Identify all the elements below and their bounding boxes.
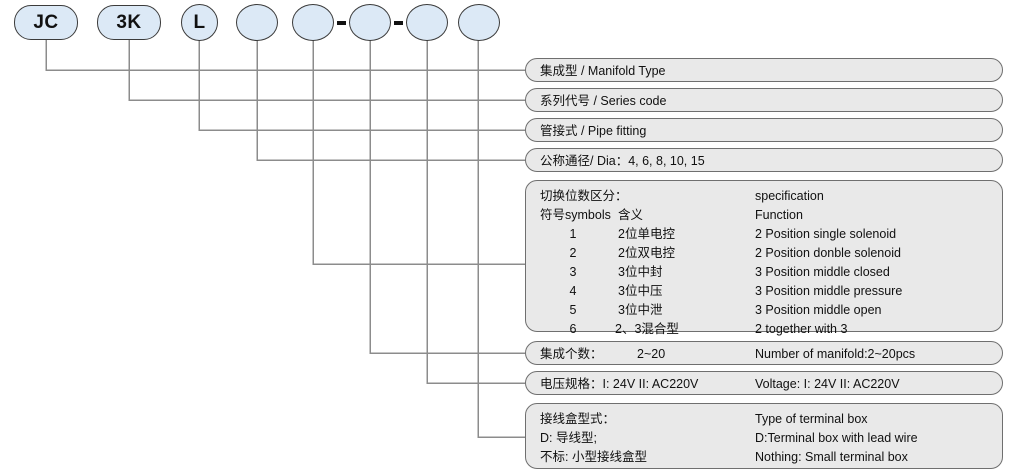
terminal-box-cn-line-2: D: 导线型; bbox=[540, 431, 597, 445]
label-box-manifold-type bbox=[525, 58, 1003, 82]
code-segment-voltage[interactable] bbox=[406, 4, 448, 41]
position-spec-symbol: 5 bbox=[569, 303, 577, 317]
label-text-manifold-count-value: 2~20 bbox=[637, 347, 666, 361]
code-segment-l[interactable]: L bbox=[181, 4, 218, 41]
position-spec-function-en: 3 Position middle open bbox=[755, 303, 882, 317]
terminal-box-en-line-1: Type of terminal box bbox=[755, 412, 868, 426]
label-box-voltage bbox=[525, 371, 1003, 395]
position-spec-meaning-cn: 2、3混合型 bbox=[615, 322, 679, 336]
label-box-series-code bbox=[525, 88, 1003, 112]
label-text-dia: 公称通径/ Dia：4, 6, 8, 10, 15 bbox=[540, 154, 705, 168]
position-spec-symbol: 1 bbox=[569, 227, 577, 241]
position-spec-function-en: 3 Position middle pressure bbox=[755, 284, 903, 298]
label-text-series-code: 系列代号 / Series code bbox=[540, 94, 667, 108]
label-box-pipe-fitting bbox=[525, 118, 1003, 142]
position-spec-symbol: 6 bbox=[569, 322, 577, 336]
label-text-manifold-count-cn: 集成个数： bbox=[540, 347, 603, 361]
position-spec-heading-cn: 切换位数区分： bbox=[540, 189, 628, 203]
position-spec-meaning-cn: 2位单电控 bbox=[618, 227, 675, 241]
position-spec-function-en: 3 Position middle closed bbox=[755, 265, 890, 279]
label-box-manifold-count bbox=[525, 341, 1003, 365]
terminal-box-cn-line-1: 接线盒型式： bbox=[540, 412, 616, 426]
position-spec-symbol: 2 bbox=[569, 246, 577, 260]
terminal-box-en-line-2: D:Terminal box with lead wire bbox=[755, 431, 918, 445]
code-segment-3k[interactable]: 3K bbox=[97, 5, 161, 40]
position-spec-meaning-cn: 3位中压 bbox=[618, 284, 663, 298]
position-spec-function-en: 2 together with 3 bbox=[755, 322, 848, 336]
code-segment-dia[interactable] bbox=[236, 4, 278, 41]
position-spec-meaning-cn: 3位中封 bbox=[618, 265, 663, 279]
label-box-position-spec bbox=[525, 180, 1003, 332]
code-segment-position[interactable] bbox=[292, 4, 334, 41]
position-spec-symbol: 4 bbox=[569, 284, 577, 298]
code-separator-dash-2 bbox=[394, 21, 403, 25]
code-segment-manifold-count[interactable] bbox=[349, 4, 391, 41]
position-spec-function-en: 2 Position single solenoid bbox=[755, 227, 897, 241]
label-text-manifold-type: 集成型 / Manifold Type bbox=[540, 64, 666, 78]
code-segment-jc[interactable]: JC bbox=[14, 5, 78, 40]
code-separator-dash-1 bbox=[337, 21, 346, 25]
label-text-voltage-en: Voltage: I: 24V II: AC220V bbox=[755, 377, 900, 391]
position-spec-symbol: 3 bbox=[569, 265, 577, 279]
terminal-box-en-line-3: Nothing: Small terminal box bbox=[755, 450, 908, 464]
label-text-voltage-cn: 电压规格：I: 24V II: AC220V bbox=[540, 377, 699, 391]
label-box-terminal-box bbox=[525, 403, 1003, 469]
position-spec-subhead-cn: 含义 bbox=[618, 208, 644, 222]
label-text-pipe-fitting: 管接式 / Pipe fitting bbox=[540, 124, 647, 138]
position-spec-meaning-cn: 3位中泄 bbox=[618, 303, 663, 317]
position-spec-function-en: 2 Position donble solenoid bbox=[755, 246, 901, 260]
position-spec-subhead-en: Function bbox=[755, 208, 803, 222]
label-text-manifold-count-en: Number of manifold:2~20pcs bbox=[755, 347, 916, 361]
position-spec-meaning-cn: 2位双电控 bbox=[618, 246, 675, 260]
position-spec-heading-en: specification bbox=[755, 189, 824, 203]
position-spec-subhead-symbols: 符号symbols bbox=[540, 208, 611, 222]
label-box-dia bbox=[525, 148, 1003, 172]
terminal-box-cn-line-3: 不标: 小型接线盒型 bbox=[540, 450, 647, 464]
code-segment-terminal-box[interactable] bbox=[458, 4, 500, 41]
